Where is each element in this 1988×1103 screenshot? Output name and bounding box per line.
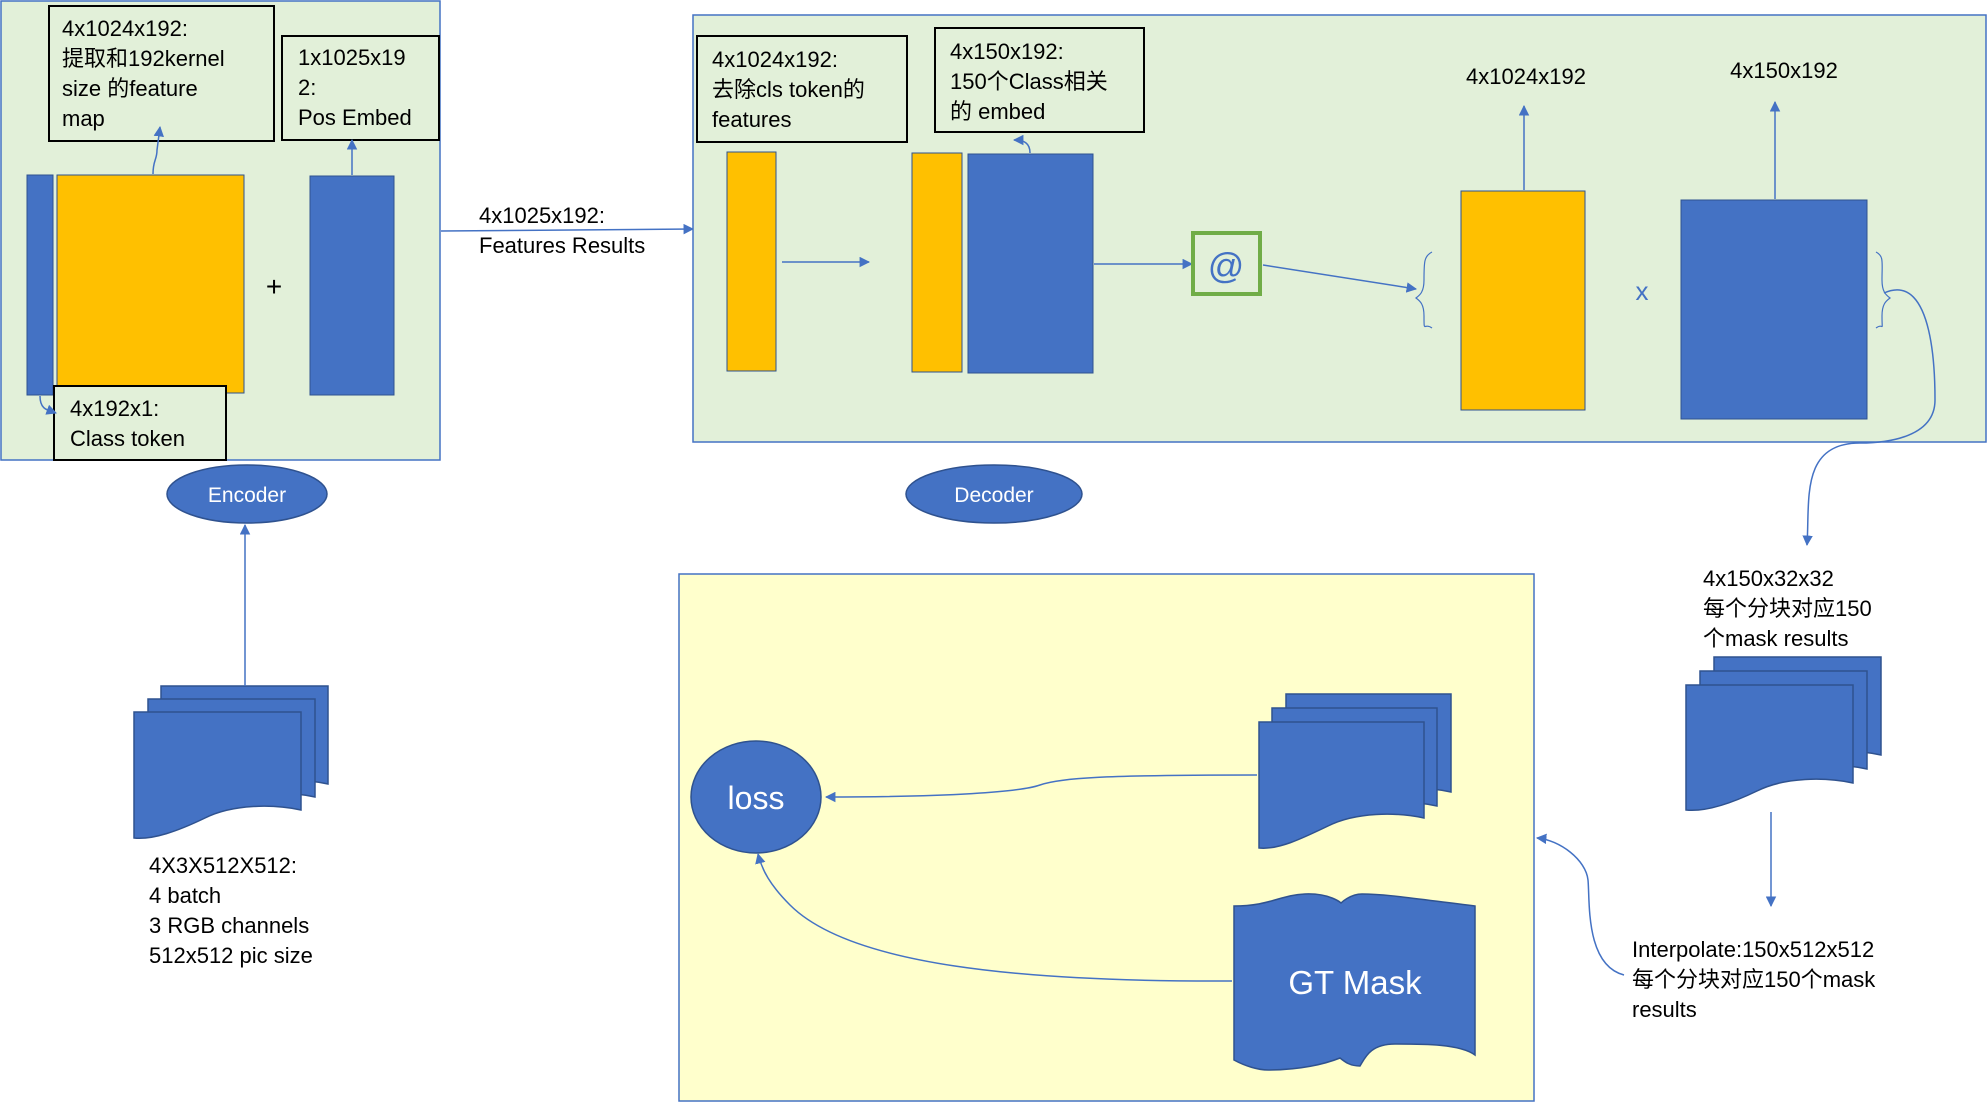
output-patch-block — [1460, 190, 1586, 411]
interpolate-note: Interpolate:150x512x512 每个分块对应150个mask r… — [1632, 937, 1881, 1022]
feature-map-note-box — [48, 5, 275, 142]
feature-map-block — [56, 174, 245, 394]
pos-embed-note-box — [281, 35, 440, 141]
feature-map-connector — [152, 125, 164, 175]
pos-embed-note: 1x1025x19 2: Pos Embed — [298, 45, 412, 130]
loss-label: loss — [728, 780, 785, 816]
class-embed-connector — [1012, 134, 1031, 154]
plus-sign: + — [266, 271, 282, 302]
decoder-patch-block — [726, 151, 777, 372]
output-class-label: 4x150x192 — [1730, 58, 1838, 83]
class-token-bar — [26, 174, 54, 396]
mask-to-loss-arrow — [824, 774, 1258, 803]
gt-mask-shape — [1233, 893, 1476, 1071]
encoder-label: Encoder — [208, 484, 286, 507]
class-token-connector — [39, 395, 57, 415]
interpolated-mask-stack — [1258, 693, 1452, 849]
remove-cls-note: 4x1024x192: 去除cls token的 features — [712, 47, 871, 132]
class-embed-note: 4x150x192: 150个Class相关 的 embed — [950, 39, 1114, 124]
feature-map-note: 4x1024x192: 提取和192kernel size 的feature m… — [62, 16, 231, 131]
gt-to-loss-arrow — [755, 852, 1233, 982]
matmul-at-symbol: @ — [1208, 245, 1245, 286]
class-token-note-box — [53, 385, 227, 461]
decoder-concat-patch-block — [911, 152, 963, 373]
input-note: 4X3X512X512: 4 batch 3 RGB channels 512x… — [149, 853, 315, 968]
output-patch-label: 4x1024x192 — [1466, 64, 1586, 89]
output-class-block — [1680, 199, 1868, 420]
features-result-label: 4x1025x192: Features Results — [479, 203, 645, 258]
left-brace — [1415, 251, 1433, 329]
decoder-label-ellipse — [905, 464, 1083, 524]
mask-results-note: 4x150x32x32 每个分块对应150 个mask results — [1703, 566, 1878, 651]
class-token-note: 4x192x1: Class token — [70, 396, 185, 451]
at-to-output-arrow — [1262, 264, 1418, 293]
interpolate-to-loss-curve — [1535, 833, 1625, 976]
class-embed-note-box — [934, 27, 1145, 133]
mask-results-stack — [1685, 656, 1882, 812]
remove-cls-note-box — [696, 35, 908, 143]
input-image-stack — [133, 685, 329, 840]
times-symbol: x — [1636, 276, 1649, 306]
decoder-label: Decoder — [954, 484, 1033, 507]
features-arrow — [440, 223, 695, 235]
right-brace — [1875, 251, 1891, 329]
pos-embed-block — [309, 175, 395, 396]
encoder-label-ellipse — [166, 464, 328, 524]
output-to-mask-curve — [1802, 289, 1936, 547]
decoder-class-embed-block — [967, 153, 1094, 374]
gt-mask-label: GT Mask — [1288, 964, 1422, 1001]
matmul-at-box — [1191, 231, 1262, 296]
